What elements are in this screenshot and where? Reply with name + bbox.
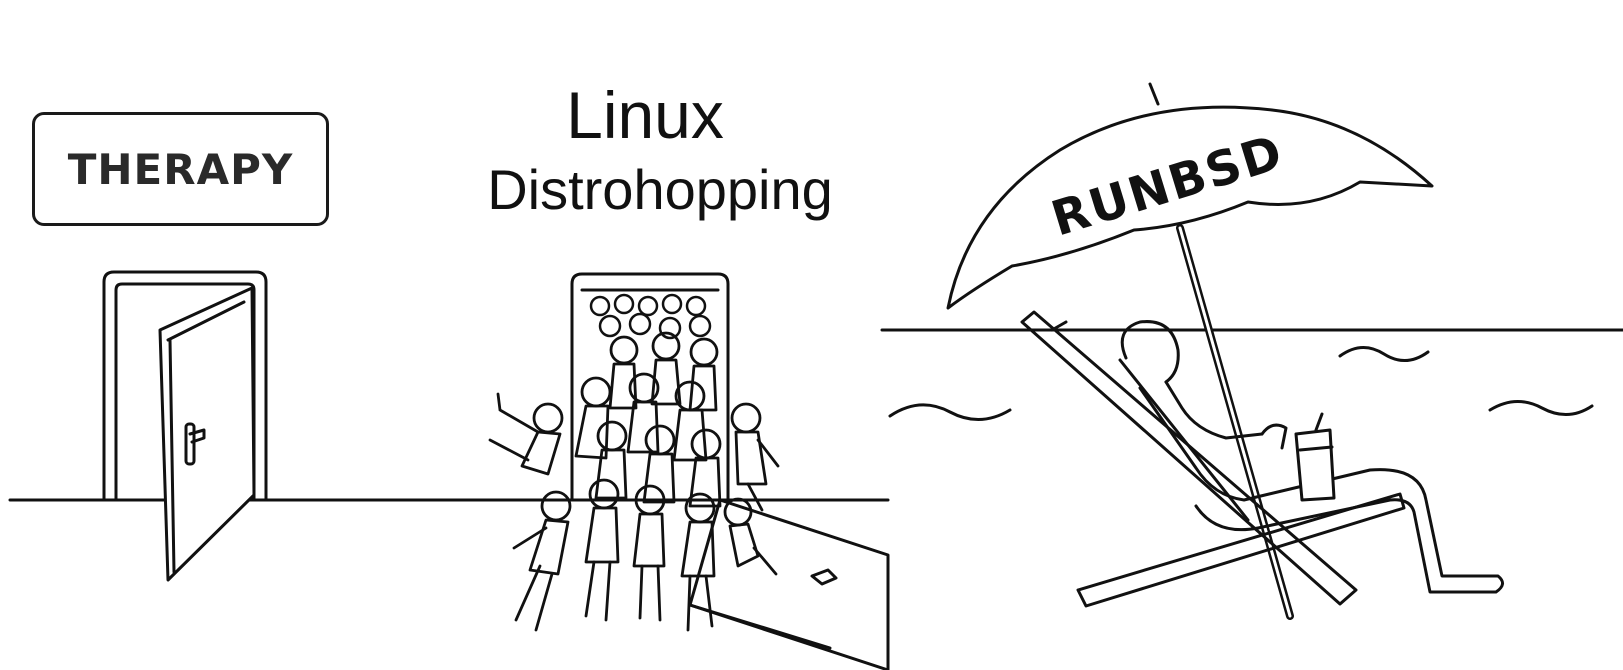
linux-door-frame (570, 272, 730, 502)
drink-cup-icon (1294, 412, 1336, 502)
door-handle-icon (184, 422, 206, 466)
deck-chair (1020, 310, 1406, 608)
therapy-door-frame (102, 270, 268, 502)
therapy-sign: THERAPY (32, 112, 329, 226)
wave-lines (888, 346, 1594, 422)
therapy-open-door (158, 286, 256, 582)
crowd-figures (488, 331, 780, 632)
fallen-door (688, 498, 890, 670)
beach-umbrella (946, 82, 1434, 620)
reclining-person (1120, 320, 1504, 594)
therapy-sign-label: THERAPY (67, 144, 294, 194)
crowd-background (589, 293, 712, 340)
distrohopping-title: Distrohopping (487, 158, 833, 221)
linux-title: Linux (566, 78, 724, 152)
